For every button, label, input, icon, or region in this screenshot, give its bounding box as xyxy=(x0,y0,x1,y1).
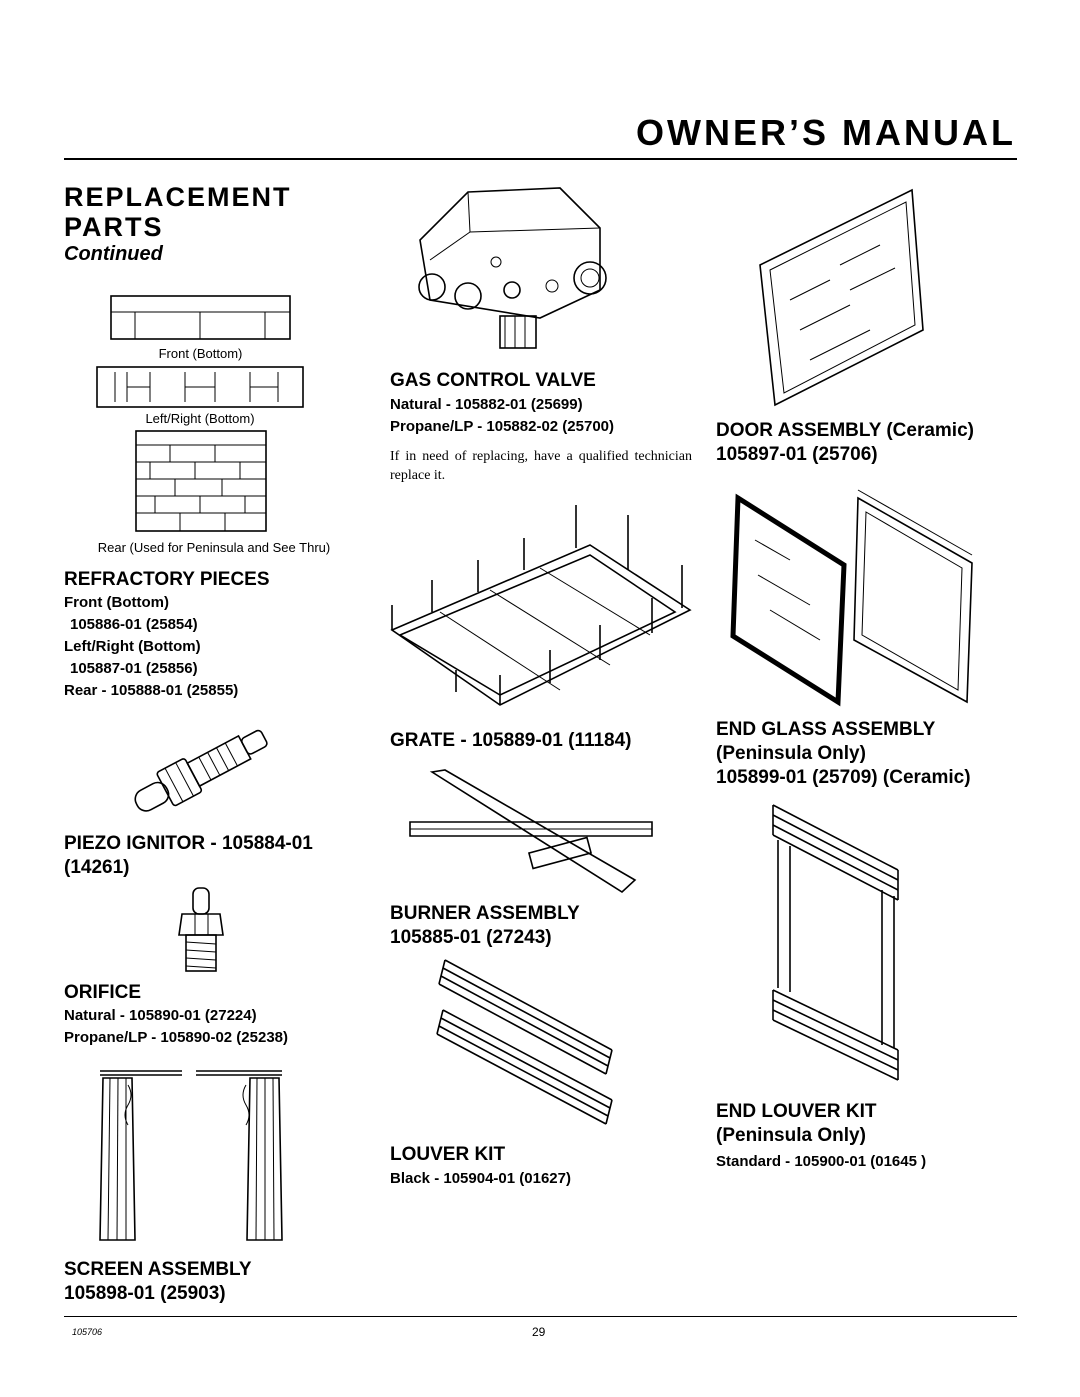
section-subtitle: Continued xyxy=(64,243,163,265)
screen-title: SCREEN ASSEMBLY xyxy=(64,1259,252,1280)
gas-valve-propane: Propane/LP - 105882-02 (25700) xyxy=(390,418,615,435)
header-rule xyxy=(64,158,1017,160)
orifice-title: ORIFICE xyxy=(64,982,142,1003)
refractory-line-leftright-part: 105887-01 (25856) xyxy=(70,660,198,677)
orifice-natural: Natural - 105890-01 (27224) xyxy=(64,1007,257,1024)
orifice-propane: Propane/LP - 105890-02 (25238) xyxy=(64,1029,289,1046)
door-part: 105897-01 (25706) xyxy=(716,444,878,465)
louver-title: LOUVER KIT xyxy=(390,1144,506,1165)
burner-title: BURNER ASSEMBLY xyxy=(390,903,580,924)
page-number: 29 xyxy=(532,1325,546,1339)
end-louver-qualifier: (Peninsula Only) xyxy=(716,1125,866,1146)
footer-document-code: 105706 xyxy=(72,1327,103,1337)
gas-valve-natural: Natural - 105882-01 (25699) xyxy=(390,396,583,413)
grate-title: GRATE - 105889-01 (11184) xyxy=(390,730,632,751)
burner-part: 105885-01 (27243) xyxy=(390,927,552,948)
manual-title: OWNER’S MANUAL xyxy=(636,112,1016,153)
gas-valve-note: If in need of replacing, have a qualifie… xyxy=(390,449,692,483)
section-title-line1: REPLACEMENT xyxy=(64,182,292,212)
refractory-line-leftright: Left/Right (Bottom) xyxy=(64,638,201,655)
piezo-part: (14261) xyxy=(64,857,130,878)
louver-black: Black - 105904-01 (01627) xyxy=(390,1170,571,1187)
screen-part: 105898-01 (25903) xyxy=(64,1283,226,1304)
caption-front-bottom: Front (Bottom) xyxy=(158,346,243,361)
end-louver-title: END LOUVER KIT xyxy=(716,1101,877,1122)
caption-rear: Rear (Used for Peninsula and See Thru) xyxy=(97,540,331,555)
refractory-line-rear: Rear - 105888-01 (25855) xyxy=(64,682,239,699)
end-louver-standard: Standard - 105900-01 (01645 ) xyxy=(716,1153,927,1170)
door-title: DOOR ASSEMBLY (Ceramic) xyxy=(716,420,974,441)
end-glass-title: END GLASS ASSEMBLY xyxy=(716,719,936,740)
piezo-title: PIEZO IGNITOR - 105884-01 xyxy=(64,833,313,854)
section-title: REPLACEMENT PARTS xyxy=(64,182,364,242)
refractory-title: REFRACTORY PIECES xyxy=(64,569,270,590)
caption-left-right-bottom: Left/Right (Bottom) xyxy=(145,411,255,426)
gas-valve-title: GAS CONTROL VALVE xyxy=(390,370,596,391)
refractory-line-front-part: 105886-01 (25854) xyxy=(70,616,198,633)
end-glass-qualifier: (Peninsula Only) xyxy=(716,743,866,764)
refractory-line-front: Front (Bottom) xyxy=(64,594,169,611)
footer-rule xyxy=(64,1316,1017,1317)
end-glass-part: 105899-01 (25709) (Ceramic) xyxy=(716,767,971,788)
section-title-line2: PARTS xyxy=(64,212,164,242)
